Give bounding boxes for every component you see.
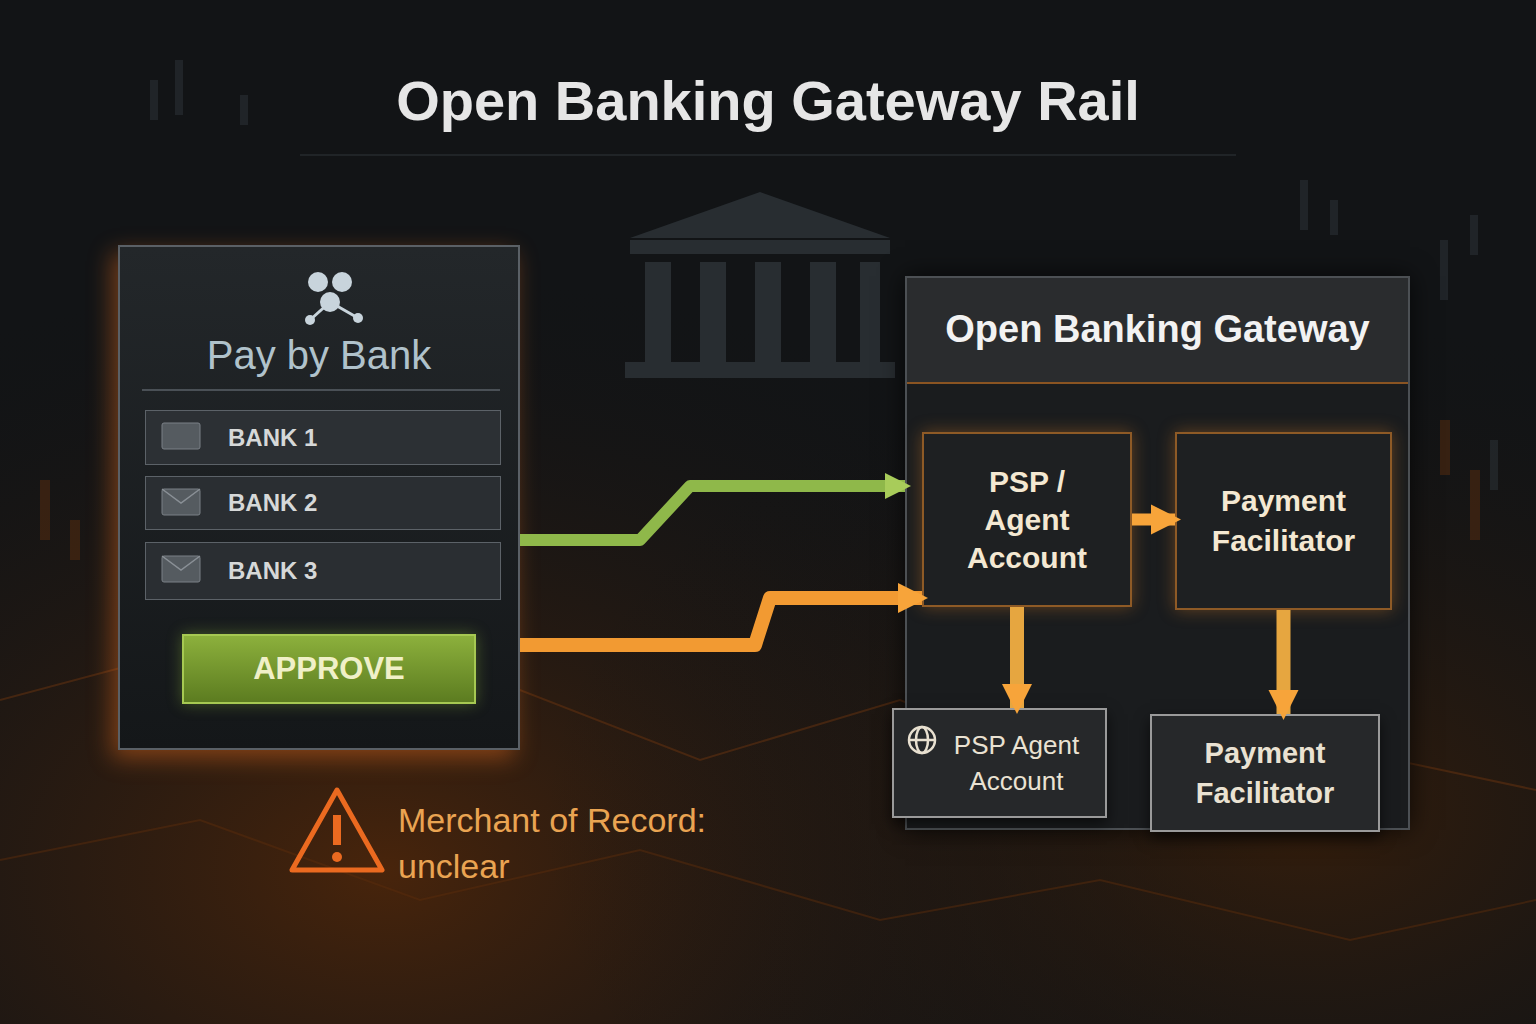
node-text: Payment Facilitator (1165, 733, 1365, 813)
node-text: Pay by Bank (120, 333, 518, 378)
node-text: Payment Facilitator (1184, 481, 1384, 561)
flow-arrow (520, 486, 905, 540)
pay-panel: Pay by BankBANK 1 BANK 2 BANK 3 APPROVE (118, 245, 520, 750)
account-box: Payment Facilitator (1150, 714, 1380, 832)
bank-row: BANK 1 (145, 410, 501, 465)
process-box: Payment Facilitator (1175, 432, 1392, 610)
process-box: PSP / Agent Account (922, 432, 1132, 607)
diagram-title: Open Banking Gateway Rail (0, 68, 1536, 133)
node-text: PSP / Agent Account (962, 463, 1092, 577)
node-text: PSP Agent Account (932, 727, 1102, 799)
node-text: BANK 2 (146, 489, 317, 517)
node-text: BANK 3 (146, 557, 317, 585)
node-text: Open Banking Gateway (907, 308, 1408, 351)
bank-row: BANK 2 (145, 476, 501, 530)
flow-arrow (1132, 514, 1175, 526)
warning-note: Merchant of Record: unclear (398, 797, 778, 889)
flow-arrow (1277, 610, 1291, 714)
approve-button: APPROVE (182, 634, 476, 704)
flow-arrow (1010, 607, 1024, 708)
account-box: PSP Agent Account (892, 708, 1107, 818)
flow-arrow (520, 598, 922, 645)
gateway-panel: Open Banking GatewayPSP / Agent AccountP… (905, 276, 1410, 830)
bank-row: BANK 3 (145, 542, 501, 600)
node-text: BANK 1 (146, 424, 317, 452)
node-text: APPROVE (253, 651, 405, 687)
